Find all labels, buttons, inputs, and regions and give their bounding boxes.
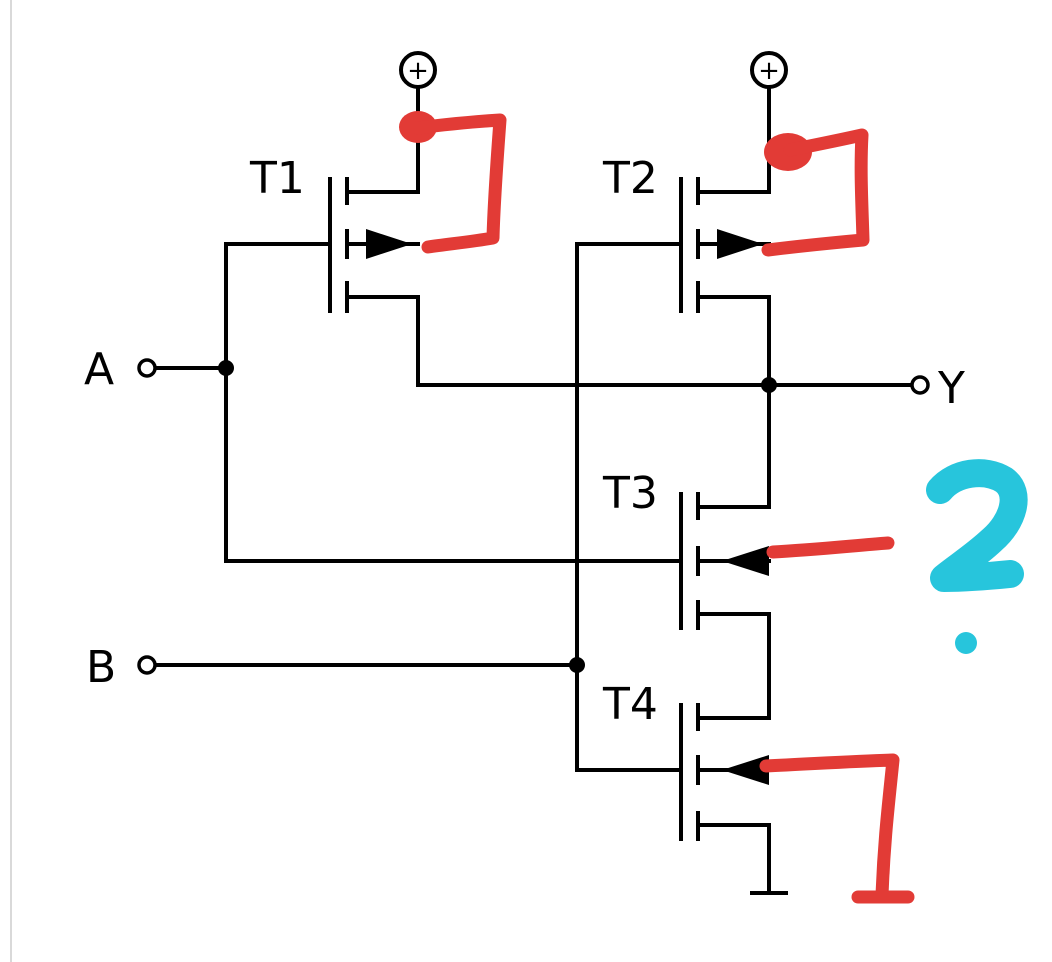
output-y-terminal: Y bbox=[910, 363, 965, 414]
t3-label: T3 bbox=[602, 468, 658, 519]
supply-symbol-t1: + bbox=[407, 56, 429, 86]
transistor-t1: T1 bbox=[249, 153, 420, 313]
junction-dot-b bbox=[569, 657, 585, 673]
red-annotation-t1 bbox=[399, 111, 507, 254]
transistor-t3: T3 bbox=[602, 468, 771, 630]
input-a-terminal: A bbox=[84, 344, 157, 395]
transistor-t2: T2 bbox=[602, 153, 771, 313]
input-b-label: B bbox=[86, 642, 116, 693]
red-annotation-t4 bbox=[759, 753, 915, 904]
supply-terminal-t2: + bbox=[750, 51, 788, 194]
junction-dot-y bbox=[761, 377, 777, 393]
red-annotation-t3 bbox=[766, 536, 895, 559]
t2-label: T2 bbox=[602, 153, 658, 204]
supply-symbol-t2: + bbox=[758, 56, 780, 86]
transistor-t4: T4 bbox=[602, 679, 771, 841]
input-a-label: A bbox=[84, 344, 114, 395]
input-b-terminal: B bbox=[86, 642, 157, 693]
output-y-label: Y bbox=[937, 363, 965, 414]
t4-label: T4 bbox=[602, 679, 658, 730]
left-border bbox=[10, 0, 12, 962]
red-annotation-t2 bbox=[761, 128, 870, 257]
junction-dot-a bbox=[218, 360, 234, 376]
wires bbox=[154, 242, 914, 895]
cyan-question-mark bbox=[926, 459, 1028, 654]
t1-label: T1 bbox=[249, 153, 305, 204]
